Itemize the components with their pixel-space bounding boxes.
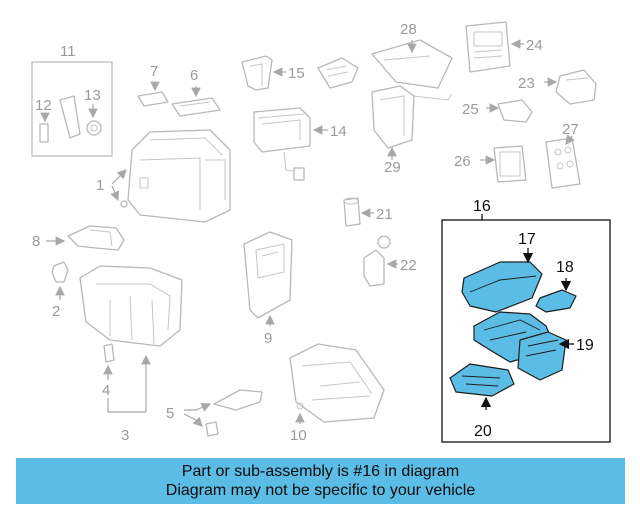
callout-13: 13: [84, 87, 101, 104]
callout-1: 1: [96, 177, 104, 194]
part-17-lid: [461, 261, 543, 313]
part-27: [545, 137, 581, 189]
part-20-tray: [449, 363, 515, 397]
part-26: [493, 145, 527, 183]
callout-29: 29: [384, 159, 401, 176]
part-4: [103, 343, 115, 363]
part-6: [171, 97, 221, 117]
part-22: [363, 249, 385, 287]
callout-4: 4: [102, 382, 110, 399]
callout-16: 16: [473, 198, 491, 215]
part-13: [86, 120, 102, 136]
part-2: [51, 261, 69, 283]
callout-10: 10: [290, 427, 307, 444]
callout-14: 14: [330, 123, 347, 140]
callout-28: 28: [400, 21, 417, 38]
callout-17: 17: [518, 231, 536, 248]
part-15-cover: [317, 57, 359, 89]
callout-2: 2: [52, 303, 60, 320]
callout-26: 26: [454, 153, 471, 170]
callout-22: 22: [400, 257, 417, 274]
callout-6: 6: [190, 67, 198, 84]
part-1-console-front: [120, 129, 231, 223]
part-5: [213, 389, 263, 411]
part-12-13-bracket: [59, 95, 81, 139]
part-15: [241, 55, 273, 91]
part-24: [465, 21, 511, 73]
part-19-armrest-base: [473, 311, 567, 381]
callout-3: 3: [121, 427, 129, 444]
callout-21: 21: [376, 206, 393, 223]
part-7: [137, 91, 169, 107]
part-8: [67, 225, 125, 251]
callout-27: 27: [562, 121, 579, 138]
callout-8: 8: [32, 233, 40, 250]
part-25: [497, 99, 533, 123]
callout-9: 9: [264, 330, 272, 347]
part-3-console-body: [79, 265, 183, 347]
part-21: [343, 197, 361, 227]
callout-19: 19: [576, 337, 594, 354]
callout-23: 23: [518, 75, 535, 92]
callout-18: 18: [556, 259, 574, 276]
callout-20: 20: [474, 423, 492, 440]
callout-15: 15: [288, 65, 305, 82]
callout-5: 5: [166, 405, 174, 422]
callout-25: 25: [462, 101, 479, 118]
banner-line-2: Diagram may not be specific to your vehi…: [165, 482, 476, 499]
part-16-group: [441, 214, 611, 443]
part-group-11: [31, 61, 113, 157]
info-banner: Part or sub-assembly is #16 in diagram D…: [16, 458, 625, 504]
banner-line-1: Part or sub-assembly is #16 in diagram: [181, 463, 460, 480]
part-23: [555, 69, 597, 105]
part-12: [39, 123, 49, 143]
callout-12: 12: [35, 97, 52, 114]
part-18-bracket: [535, 289, 577, 313]
part-29-bracket: [371, 85, 453, 149]
callout-7: 7: [150, 63, 158, 80]
part-9-panel: [243, 231, 293, 319]
callout-11: 11: [60, 43, 76, 60]
part-14-module: [253, 107, 311, 181]
part-10-base: [289, 343, 385, 423]
callout-24: 24: [526, 37, 543, 54]
